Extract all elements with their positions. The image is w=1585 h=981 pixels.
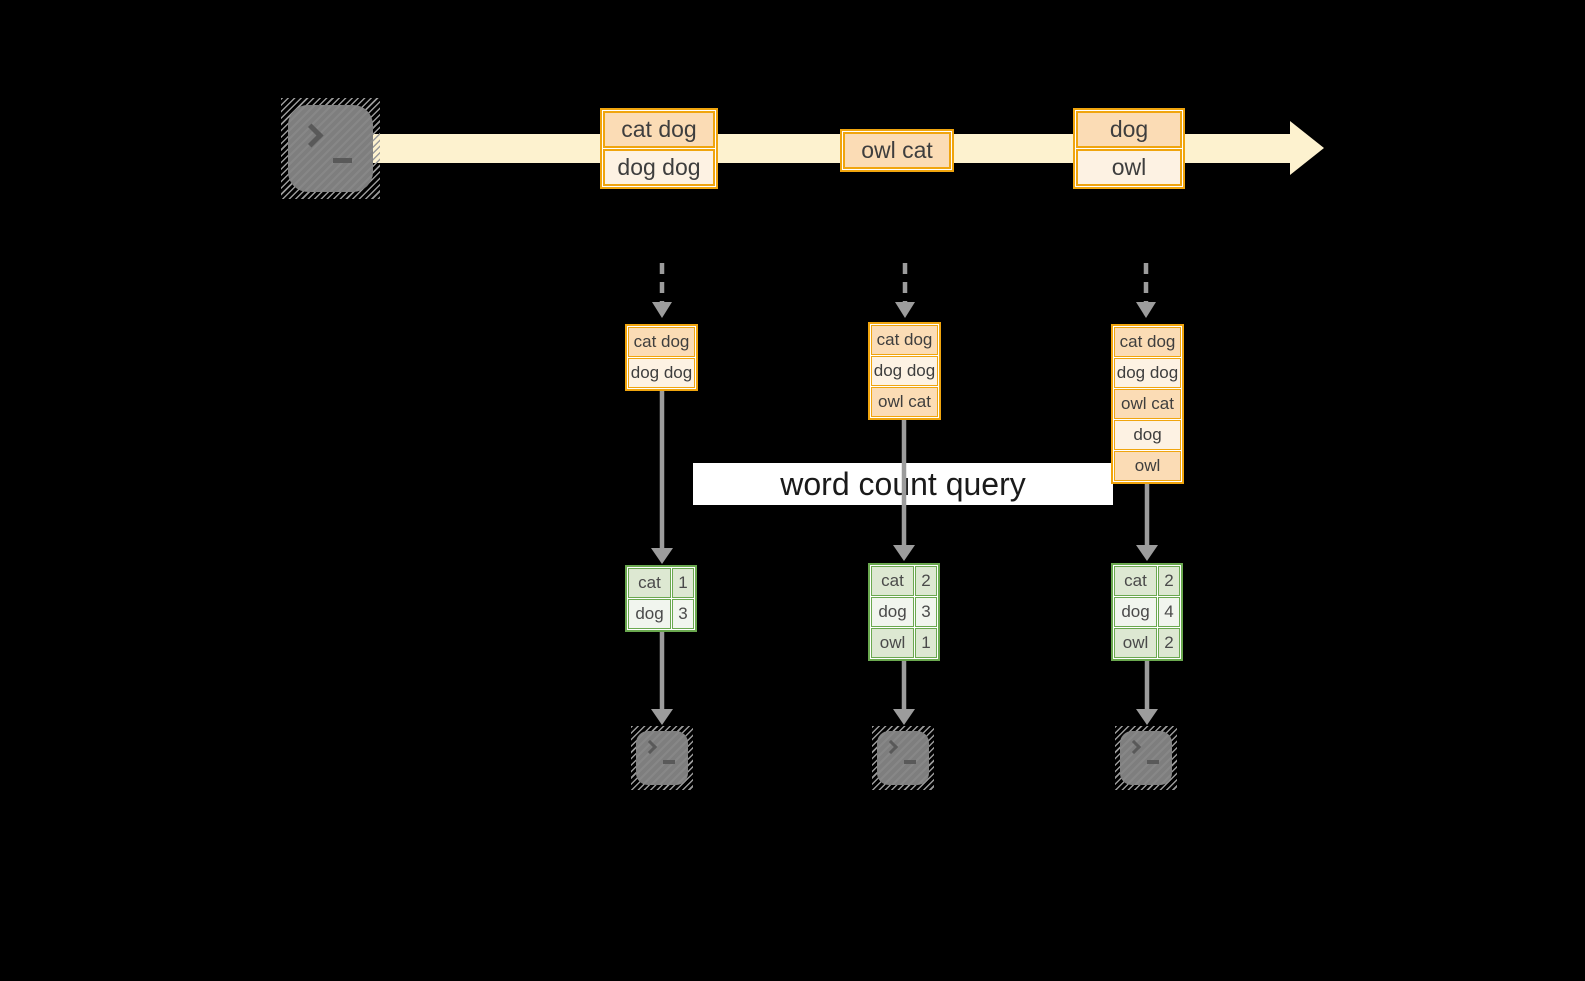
sink-terminal-icon-1 bbox=[631, 726, 693, 790]
count-row: cat 2 bbox=[871, 566, 937, 596]
batch-line: cat dog bbox=[871, 325, 938, 355]
stream-arrowhead bbox=[1290, 121, 1324, 175]
batch-line: owl bbox=[1114, 451, 1181, 481]
sink-terminal-icon-2 bbox=[872, 726, 934, 790]
prompt-chevron-icon bbox=[1126, 739, 1142, 755]
count-cell: 2 bbox=[1158, 566, 1180, 596]
prompt-cursor-icon bbox=[663, 760, 675, 764]
batch-line: cat dog bbox=[628, 327, 695, 357]
count-cell: 1 bbox=[672, 568, 694, 598]
terminal-screen bbox=[636, 731, 688, 785]
word-cell: dog bbox=[1114, 597, 1157, 627]
batch-line: dog bbox=[1114, 420, 1181, 450]
terminal-screen bbox=[1120, 731, 1172, 785]
event-line: owl cat bbox=[843, 132, 951, 169]
batch-line: owl cat bbox=[1114, 389, 1181, 419]
word-cell: owl bbox=[871, 628, 914, 658]
count-cell: 2 bbox=[915, 566, 937, 596]
dashed-arrow-3 bbox=[1136, 263, 1156, 318]
terminal-screen bbox=[877, 731, 929, 785]
sink-terminal-icon-3 bbox=[1115, 726, 1177, 790]
batch-line: cat dog bbox=[1114, 327, 1181, 357]
count-row: cat 2 bbox=[1114, 566, 1180, 596]
prompt-chevron-icon bbox=[883, 739, 899, 755]
count-row: owl 1 bbox=[871, 628, 937, 658]
count-row: cat 1 bbox=[628, 568, 694, 598]
dashed-arrow-1 bbox=[652, 263, 672, 318]
count-cell: 2 bbox=[1158, 628, 1180, 658]
word-cell: dog bbox=[628, 599, 671, 629]
batch-line: dog dog bbox=[628, 358, 695, 388]
dashed-arrow-2 bbox=[895, 263, 915, 318]
event-line: dog dog bbox=[603, 149, 715, 186]
count-cell: 4 bbox=[1158, 597, 1180, 627]
stream-event-box-3: dog owl bbox=[1073, 108, 1185, 189]
count-table-1: cat 1 dog 3 bbox=[625, 565, 697, 632]
word-cell: owl bbox=[1114, 628, 1157, 658]
input-batch-3: cat dog dog dog owl cat dog owl bbox=[1111, 324, 1184, 484]
event-line: owl bbox=[1076, 149, 1182, 186]
count-row: owl 2 bbox=[1114, 628, 1180, 658]
solid-arrow-table-to-sink-1 bbox=[651, 631, 673, 725]
word-cell: cat bbox=[628, 568, 671, 598]
word-cell: dog bbox=[871, 597, 914, 627]
count-row: dog 3 bbox=[628, 599, 694, 629]
count-cell: 1 bbox=[915, 628, 937, 658]
prompt-cursor-icon bbox=[333, 158, 352, 163]
event-line: cat dog bbox=[603, 111, 715, 148]
count-row: dog 4 bbox=[1114, 597, 1180, 627]
word-cell: cat bbox=[871, 566, 914, 596]
prompt-chevron-icon bbox=[642, 739, 658, 755]
solid-arrow-batch-to-table-1 bbox=[651, 389, 673, 564]
solid-arrow-table-to-sink-2 bbox=[893, 660, 915, 725]
terminal-screen bbox=[288, 105, 373, 192]
prompt-cursor-icon bbox=[904, 760, 916, 764]
batch-line: dog dog bbox=[871, 356, 938, 386]
count-row: dog 3 bbox=[871, 597, 937, 627]
solid-arrow-batch-to-table-2 bbox=[893, 418, 915, 561]
stream-event-box-1: cat dog dog dog bbox=[600, 108, 718, 189]
count-table-3: cat 2 dog 4 owl 2 bbox=[1111, 563, 1183, 661]
prompt-cursor-icon bbox=[1147, 760, 1159, 764]
count-cell: 3 bbox=[672, 599, 694, 629]
solid-arrow-table-to-sink-3 bbox=[1136, 660, 1158, 725]
word-cell: cat bbox=[1114, 566, 1157, 596]
input-batch-1: cat dog dog dog bbox=[625, 324, 698, 391]
prompt-chevron-icon bbox=[299, 123, 324, 148]
count-table-2: cat 2 dog 3 owl 1 bbox=[868, 563, 940, 661]
batch-line: dog dog bbox=[1114, 358, 1181, 388]
stream-event-box-2: owl cat bbox=[840, 129, 954, 172]
count-cell: 3 bbox=[915, 597, 937, 627]
event-line: dog bbox=[1076, 111, 1182, 148]
input-batch-2: cat dog dog dog owl cat bbox=[868, 322, 941, 420]
solid-arrow-batch-to-table-3 bbox=[1136, 482, 1158, 561]
batch-line: owl cat bbox=[871, 387, 938, 417]
source-terminal-icon bbox=[281, 98, 380, 199]
